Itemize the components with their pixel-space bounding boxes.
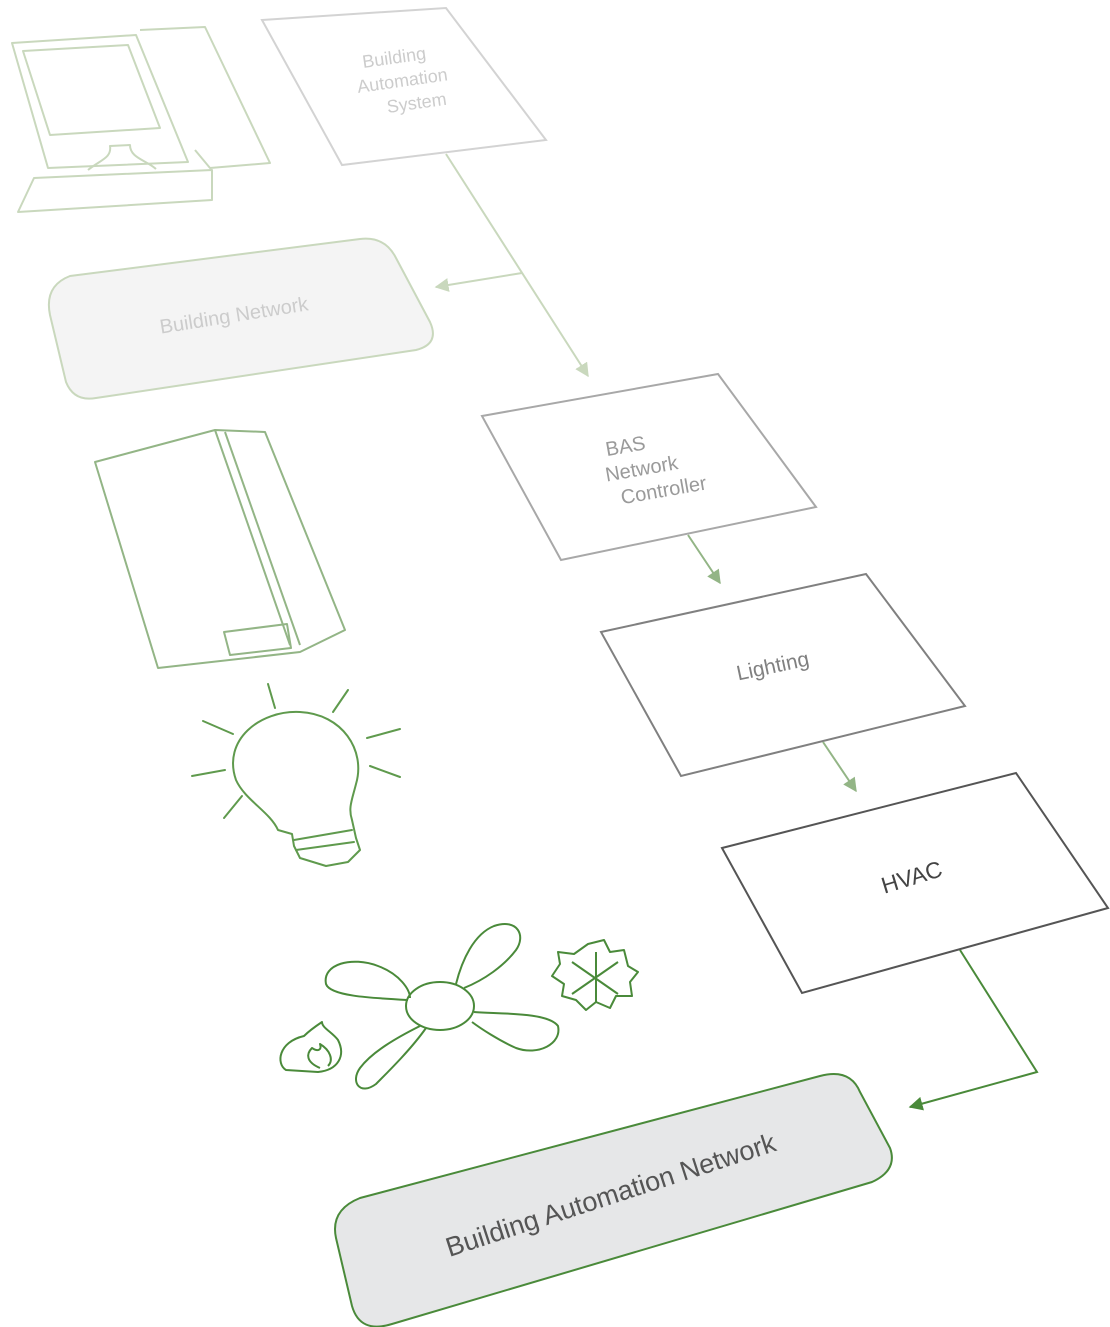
controller-label-line-1: BAS	[604, 432, 647, 461]
flame-icon	[279, 1021, 343, 1073]
ban-box[interactable]: Building Automation Network	[334, 1073, 893, 1327]
lighting-box[interactable]: Lighting	[599, 572, 967, 778]
building-network-box[interactable]: Building Network	[48, 237, 434, 400]
controller-to-lighting-arrow	[687, 534, 721, 585]
bas-label-line-3: System	[386, 89, 448, 117]
fan-icon	[324, 923, 560, 1090]
light-bulb-icon	[191, 683, 401, 867]
bas-box[interactable]: Building Automation System	[260, 6, 548, 167]
server-cabinet-icon	[94, 429, 346, 669]
lighting-label: Lighting	[735, 648, 812, 686]
snowflake-icon	[551, 939, 639, 1011]
hvac-box[interactable]: HVAC	[720, 771, 1110, 995]
controller-box[interactable]: BAS Network Controller	[480, 372, 818, 562]
hvac-label: HVAC	[878, 856, 945, 899]
computer-icon	[11, 26, 271, 213]
lighting-to-hvac-arrow	[822, 741, 857, 793]
hvac-to-ban-arrow	[908, 949, 1039, 1111]
bas-connector	[434, 153, 589, 378]
